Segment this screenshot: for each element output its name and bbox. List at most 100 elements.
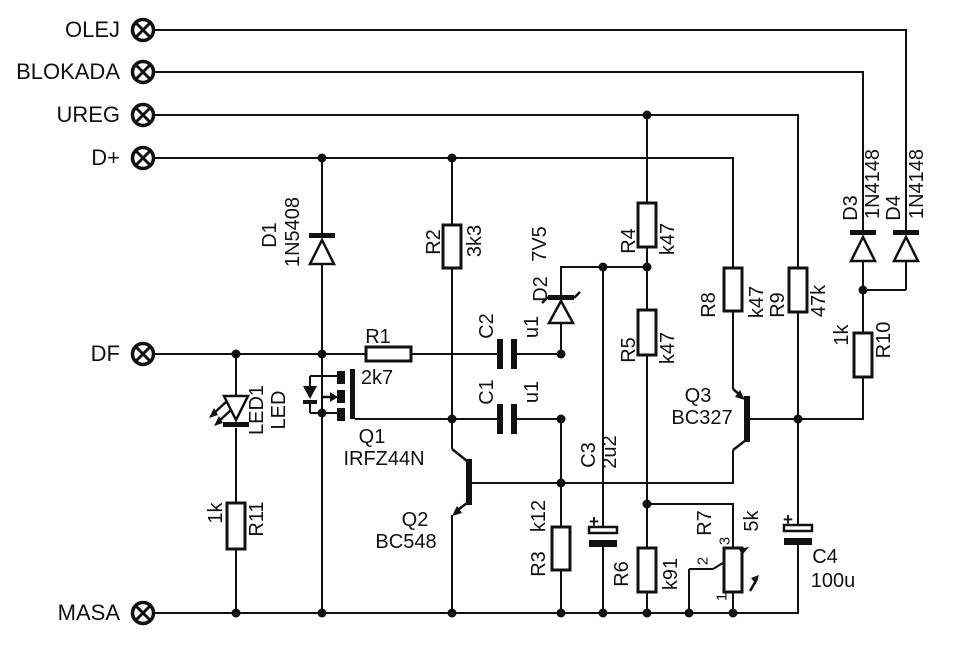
q2-collector bbox=[451, 448, 468, 462]
zener-D2 bbox=[541, 291, 581, 325]
junction-dots bbox=[231, 110, 868, 618]
label-D3-ref: D3 bbox=[840, 195, 862, 221]
terminals: OLEJ BLOKADA UREG D+ DF MASA bbox=[16, 17, 156, 626]
label-R5-value: k47 bbox=[657, 332, 679, 364]
label-R10-ref: R10 bbox=[873, 322, 895, 359]
q1-gate-bar bbox=[350, 369, 355, 419]
label-D3-value: 1N4148 bbox=[862, 149, 884, 219]
resistor-R11 bbox=[225, 501, 247, 551]
led-LED1 bbox=[209, 394, 251, 427]
diodes bbox=[209, 230, 921, 427]
resistor-R4 bbox=[636, 201, 658, 249]
mosfet-Q1 bbox=[303, 369, 355, 421]
label-R9-ref: R9 bbox=[767, 292, 789, 318]
label-R7-ref: R7 bbox=[694, 510, 716, 536]
label-C4-value: 100u bbox=[811, 570, 856, 592]
terminal-df-icon bbox=[130, 341, 156, 367]
label-LED1-ref: LED1 bbox=[246, 385, 268, 435]
q3-collector bbox=[732, 439, 747, 451]
wire-masa-rail bbox=[154, 545, 799, 614]
label-R4-ref: R4 bbox=[618, 228, 640, 254]
terminal-olej-label: OLEJ bbox=[65, 17, 120, 42]
component-labels-rotated: D1 1N5408 R2 3k3 C2 u1 C1 u1 7V5 D2 R4 k… bbox=[205, 149, 928, 601]
component-labels-horizontal: R1 2k7 Q1 IRFZ44N Q2 BC548 Q3 BC327 C4 1… bbox=[343, 326, 855, 592]
diode-D1 bbox=[307, 233, 337, 266]
label-R9-value: 47k bbox=[808, 284, 830, 317]
label-C3-ref: C3 bbox=[578, 442, 600, 468]
label-D2-value: 7V5 bbox=[529, 226, 551, 262]
q2-emitter-arrowhead bbox=[452, 506, 462, 516]
label-R3-ref: R3 bbox=[528, 551, 550, 577]
label-C1-ref: C1 bbox=[476, 379, 498, 405]
wire-r10-row bbox=[798, 377, 864, 420]
label-R3-value: k12 bbox=[528, 500, 550, 532]
capacitor-C2 bbox=[497, 339, 517, 369]
terminal-dplus-icon bbox=[130, 145, 156, 171]
wires bbox=[154, 29, 907, 614]
wire-d2-cathode-row bbox=[560, 266, 647, 295]
label-Q1-ref: Q1 bbox=[359, 426, 386, 448]
q1-channel-drain bbox=[337, 371, 345, 384]
q1-bodydiode-bar bbox=[303, 400, 317, 404]
wire-olej-rail bbox=[154, 29, 907, 230]
terminal-ureg-icon bbox=[130, 102, 156, 128]
q3-emitter-arrowhead bbox=[735, 390, 745, 400]
label-C4-plus: + bbox=[783, 510, 793, 529]
label-Q3-ref: Q3 bbox=[685, 385, 712, 407]
resistor-R9 bbox=[787, 266, 809, 314]
wire-ureg-rail bbox=[154, 114, 799, 268]
resistors bbox=[225, 201, 874, 594]
npn-Q2 bbox=[451, 448, 472, 516]
transistors bbox=[303, 369, 750, 516]
r7-wiper-arrowhead bbox=[739, 547, 749, 555]
label-D4-value: 1N4148 bbox=[906, 149, 928, 219]
resistor-R10 bbox=[852, 331, 874, 379]
label-R6-ref: R6 bbox=[611, 561, 633, 587]
capacitor-C3 bbox=[587, 525, 619, 547]
wire-r7-feed-row bbox=[647, 503, 734, 548]
label-R11-value: 1k bbox=[205, 501, 227, 523]
pnp-Q3 bbox=[732, 388, 750, 451]
terminal-blokada-label: BLOKADA bbox=[16, 59, 120, 84]
label-R1-ref: R1 bbox=[365, 326, 391, 348]
label-D2-ref: D2 bbox=[530, 276, 552, 302]
wire-blokada-rail bbox=[154, 71, 864, 230]
label-C3-value: 2u2 bbox=[599, 435, 621, 468]
terminal-masa-icon bbox=[130, 600, 156, 626]
resistor-R6 bbox=[636, 546, 658, 594]
capacitor-C4 bbox=[782, 523, 814, 545]
terminal-ureg-label: UREG bbox=[56, 102, 120, 127]
q1-channel-source bbox=[337, 408, 345, 421]
resistor-R2 bbox=[441, 223, 463, 270]
resistor-R1 bbox=[364, 345, 413, 363]
label-R4-value: k47 bbox=[657, 223, 679, 255]
terminal-masa-label: MASA bbox=[58, 600, 121, 625]
q1-channel-body bbox=[337, 390, 345, 403]
label-Q2-value: BC548 bbox=[375, 531, 436, 553]
resistor-R5 bbox=[636, 308, 658, 357]
label-R2-ref: R2 bbox=[423, 229, 445, 255]
wire-dplus-rail bbox=[154, 157, 734, 268]
label-R10-value: 1k bbox=[831, 323, 853, 345]
capacitors bbox=[497, 339, 814, 547]
label-LED1-value: LED bbox=[268, 391, 290, 430]
diode-D4 bbox=[891, 230, 921, 263]
label-R7-pin2: 2 bbox=[694, 557, 711, 565]
label-R7-value: 5k bbox=[741, 509, 763, 531]
label-R8-ref: R8 bbox=[698, 292, 720, 318]
q3-base-bar bbox=[744, 396, 750, 442]
label-R11-ref: R11 bbox=[246, 501, 268, 536]
terminal-df-label: DF bbox=[91, 341, 120, 366]
resistor-R3 bbox=[550, 525, 572, 572]
label-Q3-value: BC327 bbox=[671, 407, 732, 429]
q1-bodydiode-triangle bbox=[303, 386, 317, 399]
label-C2-value: u1 bbox=[521, 316, 543, 338]
label-C2-ref: C2 bbox=[476, 313, 498, 339]
label-R2-value: 3k3 bbox=[464, 225, 486, 257]
resistor-R8 bbox=[722, 266, 744, 313]
label-Q2-ref: Q2 bbox=[402, 509, 429, 531]
label-R8-value: k47 bbox=[746, 286, 768, 318]
label-C3-plus: + bbox=[589, 512, 599, 531]
